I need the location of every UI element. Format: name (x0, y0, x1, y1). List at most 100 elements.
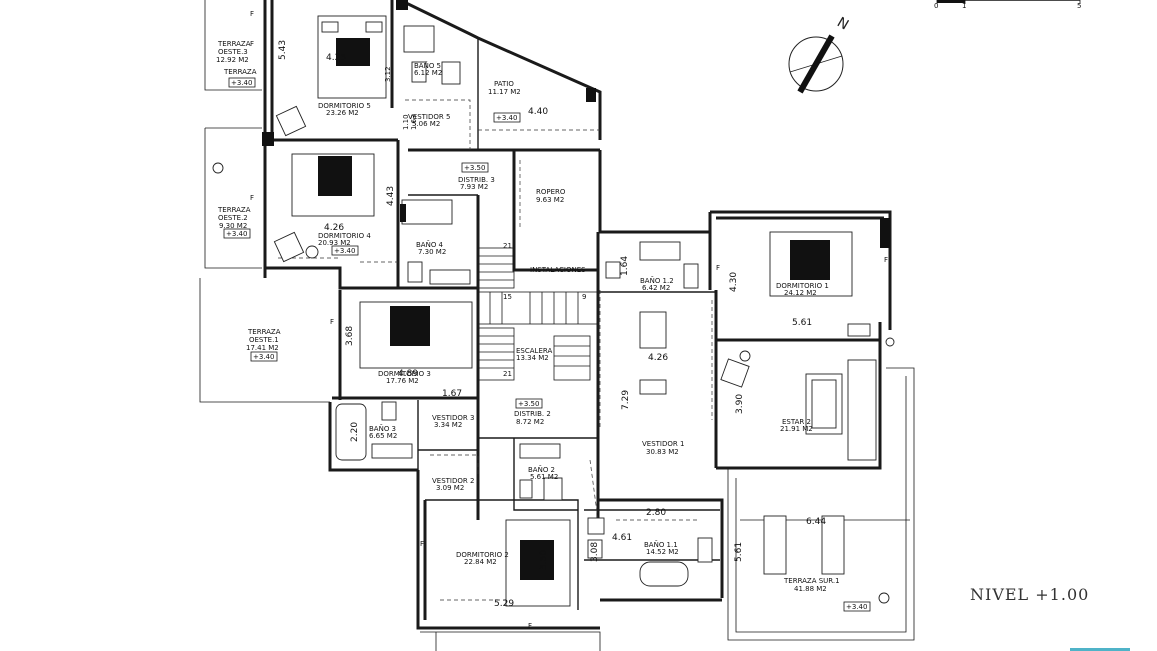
room-area: 6.65 M2 (369, 432, 397, 440)
room-area: 5.06 M2 (412, 120, 440, 128)
room-area: 6.12 M2 (414, 69, 442, 77)
room-name: ROPERO (536, 188, 566, 196)
f-mark: F (716, 264, 720, 272)
room-area: 14.52 M2 (646, 548, 679, 556)
terrace-area: 12.92 M2 (216, 56, 249, 64)
f-mark: F (420, 540, 424, 548)
step-number: 21 (503, 370, 512, 378)
room-name: PATIO (494, 80, 514, 88)
step-number: 9 (582, 293, 586, 301)
f-marks: F F F F F F F F (250, 10, 888, 630)
terrace-name: OESTE.3 (218, 48, 248, 56)
dimension-label: 1.10 (402, 114, 410, 130)
f-mark: F (884, 256, 888, 264)
terrace-name: TERRAZA (217, 206, 251, 214)
room-name: BAÑO 3 (369, 424, 396, 433)
f-mark: F (250, 194, 254, 202)
west-terraces-outline (199, 0, 330, 403)
staircase (477, 247, 599, 381)
dimension-label: 2.80 (646, 508, 666, 518)
level-mark: +3.40 (253, 353, 274, 361)
dimension-label: 5.61 (734, 542, 744, 562)
room-name: BAÑO 5 (414, 61, 441, 70)
dimension-label: 3.90 (735, 394, 745, 414)
room-name: DORMITORIO 4 (318, 232, 371, 240)
room-area: 41.88 M2 (794, 585, 827, 593)
room-area: 21.91 M2 (780, 425, 813, 433)
dimension-label: 3.50 (539, 550, 549, 570)
room-name: DORMITORIO 5 (318, 102, 371, 110)
level-mark: +3.40 (496, 114, 517, 122)
room-labels: DORMITORIO 5 23.26 M2 BAÑO 5 6.12 M2 VES… (318, 61, 840, 593)
terrace-extra: TERRAZA (223, 68, 257, 76)
scale-label-1: 1 (962, 2, 966, 10)
room-name: BAÑO 1.1 (644, 540, 678, 549)
room-area: 3.34 M2 (434, 421, 462, 429)
dimension-label: 4.61 (612, 533, 632, 543)
room-area: 6.42 M2 (642, 284, 670, 292)
dimension-label: 4.26 (648, 353, 668, 363)
room-area: 13.34 M2 (516, 354, 549, 362)
step-number: 21 (503, 242, 512, 250)
north-label: N (834, 14, 851, 33)
room-area: 9.63 M2 (536, 196, 564, 204)
room-name: DISTRIB. 2 (514, 410, 551, 418)
dimension-label: 5.61 (792, 318, 812, 328)
room-area: 22.84 M2 (464, 558, 497, 566)
level-marks: +3.40 +3.50 +3.40 +3.50 +3.40 INSTALACIO… (331, 112, 871, 612)
room-area: 8.72 M2 (516, 418, 544, 426)
dimension-label: 4.26 (324, 223, 344, 233)
dimension-label: 5.43 (278, 40, 288, 60)
level-mark: +3.40 (231, 79, 252, 87)
level-mark: +3.40 (226, 230, 247, 238)
terrace-name: TERRAZA (247, 328, 281, 336)
room-name: BAÑO 2 (528, 465, 555, 474)
f-mark: F (250, 40, 254, 48)
dimension-label: 1.64 (620, 256, 630, 276)
dimension-label: 3.08 (590, 542, 600, 562)
room-name: VESTIDOR 3 (432, 414, 474, 422)
corner-accent (1070, 648, 1130, 651)
f-mark: F (330, 318, 334, 326)
room-name: VESTIDOR 5 (408, 113, 450, 121)
room-area: 7.30 M2 (418, 248, 446, 256)
room-area: 7.93 M2 (460, 183, 488, 191)
room-name: BAÑO 1.2 (640, 276, 674, 285)
room-area: 24.12 M2 (784, 289, 817, 297)
terrace-name: TERRAZA (217, 40, 251, 48)
dimension-label: 4.89 (398, 369, 418, 379)
dimension-label: 4.40 (528, 107, 548, 117)
installations-label: INSTALACIONES (530, 266, 586, 274)
scale-label-5: 5 (1077, 2, 1081, 10)
dimension-label: 2.20 (350, 422, 360, 442)
f-mark: F (250, 10, 254, 18)
terrace-area: 9.30 M2 (219, 222, 247, 230)
dimension-label: 4.30 (729, 272, 739, 292)
room-name: DISTRIB. 3 (458, 176, 495, 184)
dimension-label: 1.67 (442, 389, 462, 399)
furniture (262, 0, 895, 607)
dimension-label: 3.68 (345, 326, 355, 346)
terrace-name: OESTE.1 (249, 336, 279, 344)
scale-bar: 0 1 5 (934, 0, 1081, 10)
room-name: BAÑO 4 (416, 240, 444, 249)
stair-numbers: 21 15 9 21 (503, 242, 586, 378)
step-number: 15 (503, 293, 512, 301)
level-mark: +3.40 (846, 603, 867, 611)
dimension-label: 5.29 (494, 599, 514, 609)
dimension-label: 4.25 (326, 53, 346, 63)
f-mark: F (528, 622, 532, 630)
level-title: NIVEL +1.00 (970, 585, 1089, 604)
room-area: 5.61 M2 (530, 473, 558, 481)
room-name: DORMITORIO 3 (378, 370, 431, 378)
north-arrow: N (788, 14, 851, 94)
dimension-label: 7.29 (621, 390, 631, 410)
room-area: 11.17 M2 (488, 88, 521, 96)
room-name: TERRAZA SUR.1 (783, 577, 840, 585)
dimension-label: 1.63 (410, 114, 418, 130)
dimension-label: 3.12 (384, 66, 392, 82)
level-mark: +3.50 (518, 400, 539, 408)
room-area: 30.83 M2 (646, 448, 679, 456)
dimension-label: 4.43 (386, 186, 396, 206)
